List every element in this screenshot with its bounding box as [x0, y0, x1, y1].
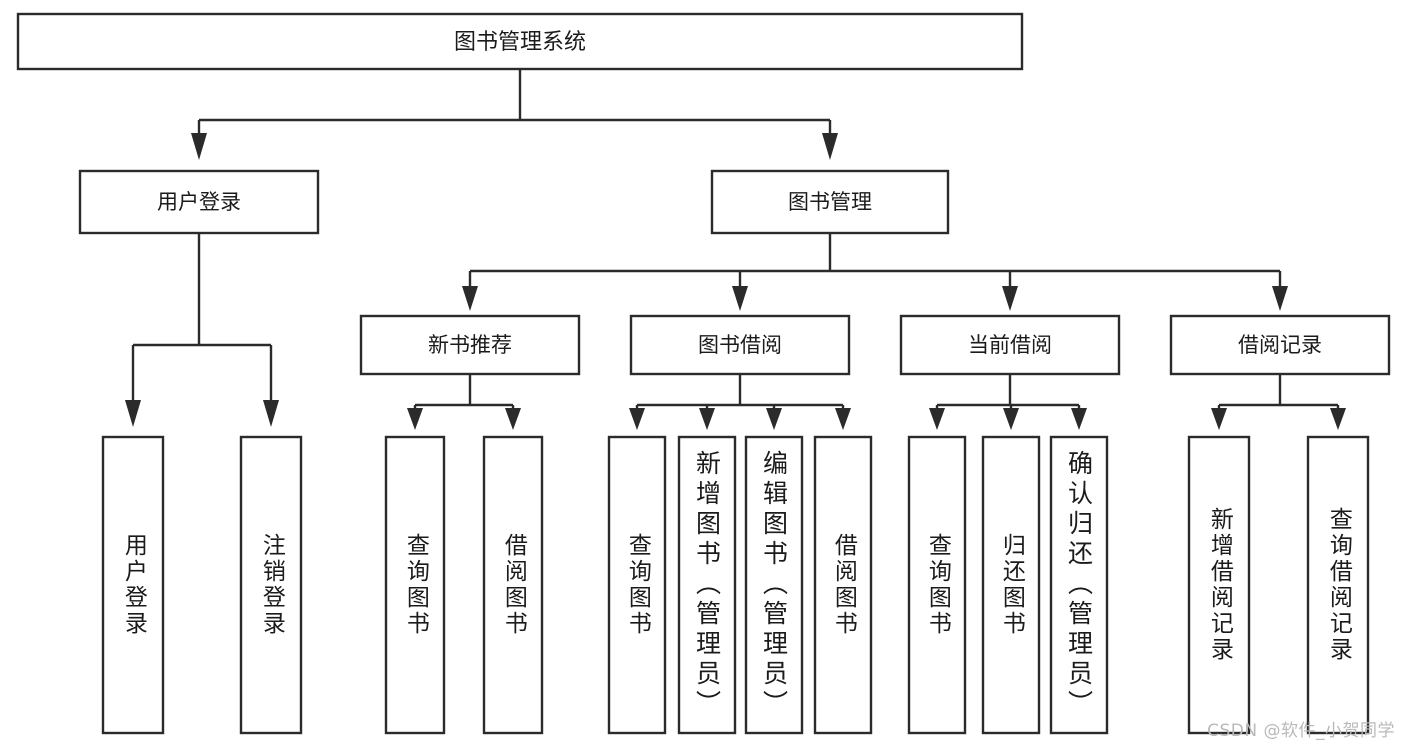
node-user-login-label: 用户登录 [157, 190, 241, 214]
node-book-manage-box[interactable] [710, 169, 950, 235]
node-new-book-recommend-box[interactable] [359, 314, 581, 376]
node-leaf-query-record-box[interactable] [1306, 435, 1370, 735]
arrow-head-leaf-add-record [1211, 408, 1227, 430]
node-leaf-user-logout-box[interactable] [239, 435, 303, 735]
node-root-label: 图书管理系统 [454, 30, 586, 55]
node-borrow-record[interactable]: 借阅记录 [1169, 314, 1391, 376]
node-borrow-record-box[interactable] [1169, 314, 1391, 376]
node-book-borrow-box[interactable] [629, 314, 851, 376]
node-leaf-confirm-return-box[interactable] [1049, 435, 1109, 735]
node-root-box[interactable] [16, 12, 1024, 71]
node-root[interactable]: 图书管理系统 [16, 12, 1024, 71]
node-book-manage-label: 图书管理 [788, 190, 872, 214]
arrow-head-book-manage [822, 133, 838, 160]
node-book-manage[interactable]: 图书管理 [710, 169, 950, 235]
arrow-head-leaf-query-record [1330, 408, 1346, 430]
arrow-head-user-login [191, 133, 207, 160]
arrow-head-leaf-edit-book [766, 408, 782, 430]
arrow-head-leaf-borrow-book-1 [505, 408, 521, 430]
node-leaf-user-login-box[interactable] [101, 435, 165, 735]
node-current-borrow-box[interactable] [899, 314, 1121, 376]
watermark-text: CSDN @软件_小贺同学 [1207, 721, 1395, 741]
node-leaf-edit-book-box[interactable] [744, 435, 804, 735]
arrow-head-new-book-recommend [462, 286, 478, 311]
arrow-head-leaf-return-book [1003, 408, 1019, 430]
node-leaf-query-book-1-box[interactable] [384, 435, 446, 735]
connectors-layer [125, 69, 1346, 430]
arrow-head-borrow-record [1272, 286, 1288, 311]
node-leaf-borrow-book-2-box[interactable] [813, 435, 873, 735]
node-leaf-query-book-3-box[interactable] [907, 435, 967, 735]
boxes-layer: 图书管理系统 用户登录 图书管理 新书推荐 图书借阅 当前 [16, 12, 1391, 735]
node-user-login-box[interactable] [78, 169, 320, 235]
node-leaf-add-book-box[interactable] [677, 435, 737, 735]
arrow-head-leaf-query-book-1 [407, 408, 423, 430]
node-borrow-record-label: 借阅记录 [1238, 333, 1322, 357]
node-leaf-return-book-box[interactable] [981, 435, 1041, 735]
node-leaf-borrow-book-1-box[interactable] [482, 435, 544, 735]
arrow-head-current-borrow [1002, 286, 1018, 311]
arrow-head-leaf-borrow-book-2 [835, 408, 851, 430]
node-user-login[interactable]: 用户登录 [78, 169, 320, 235]
node-leaf-query-book-2-box[interactable] [607, 435, 667, 735]
node-current-borrow-label: 当前借阅 [968, 333, 1052, 357]
node-new-book-recommend-label: 新书推荐 [428, 333, 512, 357]
node-book-borrow-label: 图书借阅 [698, 333, 782, 357]
arrow-head-leaf-confirm-return [1071, 408, 1087, 430]
node-book-borrow[interactable]: 图书借阅 [629, 314, 851, 376]
node-leaf-add-record-box[interactable] [1187, 435, 1251, 735]
arrow-head-leaf-query-book-3 [929, 408, 945, 430]
arrow-head-leaf-user-login [125, 400, 141, 427]
arrow-head-leaf-user-logout [263, 400, 279, 427]
arrow-head-leaf-add-book [699, 408, 715, 430]
node-new-book-recommend[interactable]: 新书推荐 [359, 314, 581, 376]
arrow-head-book-borrow [732, 286, 748, 311]
arrow-head-leaf-query-book-2 [629, 408, 645, 430]
node-current-borrow[interactable]: 当前借阅 [899, 314, 1121, 376]
